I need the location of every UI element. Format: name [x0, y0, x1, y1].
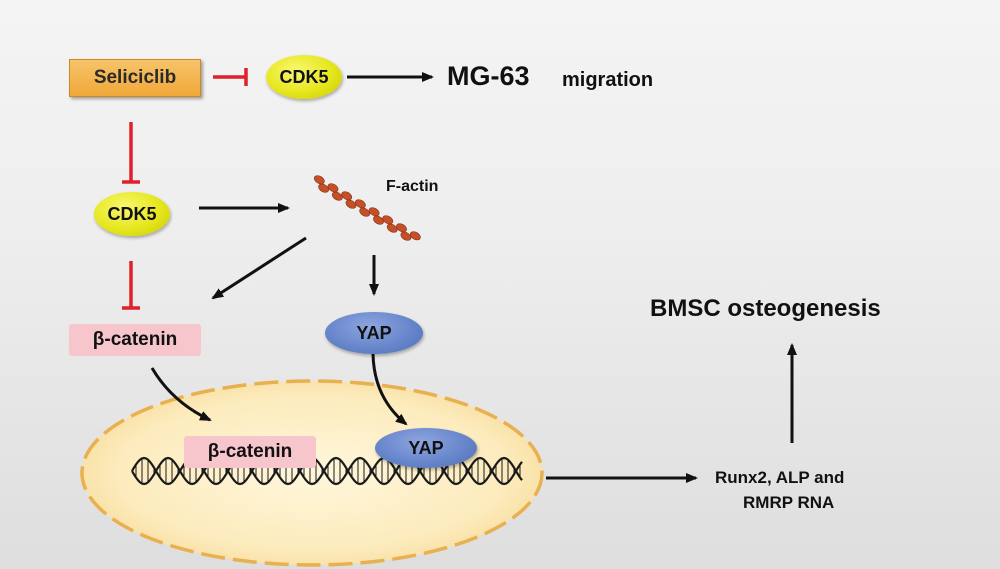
f-actin-filament-icon [313, 175, 421, 241]
beta-catenin-nucleus-box: β-catenin [184, 436, 316, 468]
nucleus [80, 379, 544, 567]
bmsc-osteogenesis-label: BMSC osteogenesis [650, 295, 881, 322]
f-actin-bead [318, 183, 329, 193]
f-actin-bead [386, 223, 398, 233]
yap-nucleus-oval: YAP [375, 428, 477, 468]
arrow-bcatenin-nucleus [150, 367, 212, 422]
migration-label: migration [562, 69, 654, 91]
f-actin-bead [396, 223, 407, 233]
f-actin-bead [313, 175, 325, 185]
f-actin-bead [373, 215, 384, 225]
f-actin-bead [368, 207, 380, 217]
seliciclib-box: Seliciclib [69, 59, 201, 97]
arrow-factin-bcatenin [211, 236, 307, 300]
f-actin-label: F-actin [386, 178, 439, 195]
inhibit-seliciclib-cdk5-vertical [122, 122, 140, 184]
f-actin-bead [331, 191, 343, 201]
f-actin-bead [355, 199, 366, 209]
f-actin-bead [400, 231, 412, 241]
arrow-yap-nucleus [371, 353, 408, 426]
inhibit-seliciclib-cdk5 [213, 68, 248, 86]
f-actin-bead [382, 215, 394, 225]
cdk5-top-oval: CDK5 [266, 55, 342, 99]
runx2-label-line2: RMRP RNA [743, 493, 835, 512]
mg63-label: MG-63 [447, 61, 530, 91]
f-actin-bead [341, 191, 353, 201]
yap-cytoplasm-oval: YAP [325, 312, 423, 354]
runx2-label-line1: Runx2, ALP and [715, 468, 845, 487]
beta-catenin-cytoplasm-box: β-catenin [69, 324, 201, 356]
f-actin-bead [345, 199, 357, 209]
f-actin-bead [327, 183, 339, 193]
f-actin-bead [359, 207, 371, 217]
inhibit-cdk5-bcatenin [122, 261, 140, 310]
f-actin-bead [409, 231, 421, 241]
cdk5-left-oval: CDK5 [94, 192, 170, 236]
